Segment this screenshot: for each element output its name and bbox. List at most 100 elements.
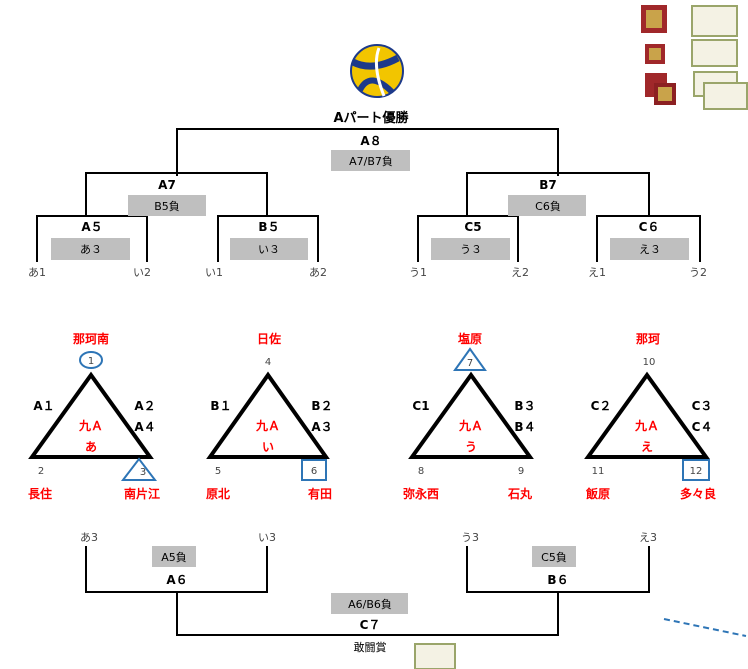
team-bl: 弥永西 xyxy=(403,486,439,501)
match-note-bl: A5負 xyxy=(161,551,187,564)
group-u: 塩原 7 九Ａ う C1 B３ B４ 8 9 弥永西 石丸 xyxy=(403,331,536,501)
match-label-q3: C5 xyxy=(464,220,481,234)
team-br: 石丸 xyxy=(507,486,533,501)
match-right-1: B３ xyxy=(514,399,535,413)
match-note-q2: い３ xyxy=(258,243,280,256)
team-num-br: 12 xyxy=(690,466,703,477)
match-label-semi-left: A7 xyxy=(158,178,176,192)
match-label-bl: A６ xyxy=(166,573,187,587)
volleyball-icon xyxy=(350,44,404,98)
seed-q1-right: い2 xyxy=(133,266,151,279)
team-bl: 長住 xyxy=(28,486,52,501)
trophy-icon xyxy=(641,5,676,105)
seed-br-right: え3 xyxy=(639,531,657,544)
match-right-2: A４ xyxy=(134,420,155,434)
group-letter: え xyxy=(641,440,653,454)
match-left: A１ xyxy=(33,399,54,413)
team-top: 那珂南 xyxy=(73,331,109,346)
match-note-final: A7/B7負 xyxy=(349,155,393,168)
seed-br-left: う3 xyxy=(461,531,479,544)
team-num-top: 10 xyxy=(643,357,656,368)
seed-q2-right: あ2 xyxy=(309,266,327,279)
seed-q4-left: え1 xyxy=(588,266,606,279)
match-note-br: C5負 xyxy=(541,551,567,564)
top-bracket-notes xyxy=(51,150,689,260)
match-label-q1: A５ xyxy=(81,220,102,234)
group-letter: あ xyxy=(85,440,97,454)
match-right-1: B２ xyxy=(311,399,332,413)
top-bracket-lines xyxy=(36,128,701,262)
dashed-connector xyxy=(663,618,747,637)
team-num-bl: 11 xyxy=(592,466,605,477)
group-name: 九Ａ xyxy=(78,418,103,433)
team-num-br: 3 xyxy=(140,467,146,478)
match-label-q2: B５ xyxy=(258,220,279,234)
group-letter: い xyxy=(262,440,274,454)
certificate-icon xyxy=(414,5,748,669)
bottom-bracket-lines xyxy=(85,546,650,636)
team-num-bl: 2 xyxy=(38,466,44,477)
match-right-2: C４ xyxy=(692,420,713,434)
team-num-bl: 5 xyxy=(215,466,221,477)
match-right-2: B４ xyxy=(514,420,535,434)
group-name: 九Ａ xyxy=(255,418,280,433)
bottom-bracket-notes xyxy=(152,546,576,614)
match-note-q3: う３ xyxy=(460,243,482,256)
match-left: C２ xyxy=(591,399,612,413)
page-title: Aパート優勝 xyxy=(333,110,409,126)
seed-square-marker xyxy=(301,459,327,481)
team-bl: 飯原 xyxy=(585,486,610,501)
match-label-q4: C６ xyxy=(639,220,660,234)
group-triangle xyxy=(28,371,154,459)
group-triangle xyxy=(206,371,330,459)
match-left: C1 xyxy=(412,399,429,413)
seed-circle-marker xyxy=(79,351,103,369)
match-right-2: A３ xyxy=(311,420,332,434)
match-note-q1: あ３ xyxy=(80,243,102,256)
match-note-semi-right: C6負 xyxy=(535,200,561,213)
group-a: 那珂南 1 九Ａ あ A１ A２ A４ 2 3 長住 南片江 xyxy=(28,331,160,501)
match-label-semi-right: B7 xyxy=(539,178,557,192)
match-label-final: A８ xyxy=(360,134,381,148)
match-note-bottom-final: A6/B6負 xyxy=(348,598,392,611)
team-bl: 原北 xyxy=(206,486,230,501)
group-name: 九Ａ xyxy=(634,418,659,433)
group-name: 九Ａ xyxy=(458,418,483,433)
team-num-br: 9 xyxy=(518,466,524,477)
team-num-top: 4 xyxy=(265,357,271,368)
group-i: 日佐 4 九Ａ い B１ B２ A３ 5 6 原北 有田 xyxy=(206,331,333,501)
team-top: 那珂 xyxy=(636,332,660,346)
seed-q1-left: あ1 xyxy=(28,266,46,279)
group-triangle xyxy=(408,371,534,459)
seed-q4-right: う2 xyxy=(689,266,707,279)
team-num-bl: 8 xyxy=(418,466,424,477)
team-br: 多々良 xyxy=(680,486,716,501)
match-note-q4: え３ xyxy=(639,243,661,256)
group-letter: う xyxy=(465,440,477,454)
seed-q3-left: う1 xyxy=(409,266,427,279)
seed-square-marker xyxy=(682,459,710,481)
team-top: 日佐 xyxy=(257,331,281,346)
prize-label: 敢闘賞 xyxy=(354,640,387,654)
match-label-br: B６ xyxy=(547,573,568,587)
match-left: B１ xyxy=(210,399,231,413)
seed-triangle-marker xyxy=(120,457,158,481)
group-triangle xyxy=(584,371,710,459)
seed-q2-left: い1 xyxy=(205,266,223,279)
match-note-semi-left: B5負 xyxy=(154,200,180,213)
team-num-br: 6 xyxy=(311,466,317,477)
team-num-top: 7 xyxy=(467,358,473,369)
match-right-1: A２ xyxy=(134,399,155,413)
seed-bl-right: い3 xyxy=(258,531,276,544)
team-num-top: 1 xyxy=(88,356,94,367)
seed-q3-right: え2 xyxy=(511,266,529,279)
team-br: 有田 xyxy=(308,486,332,501)
group-e: 那珂 10 九Ａ え C２ C３ C４ 11 12 飯原 多々良 xyxy=(584,332,716,501)
match-right-1: C３ xyxy=(692,399,713,413)
team-top: 塩原 xyxy=(458,331,482,346)
seed-bl-left: あ3 xyxy=(80,531,98,544)
match-label-bottom-final: C７ xyxy=(360,618,381,632)
seed-triangle-marker xyxy=(453,347,487,371)
team-br: 南片江 xyxy=(124,486,160,501)
